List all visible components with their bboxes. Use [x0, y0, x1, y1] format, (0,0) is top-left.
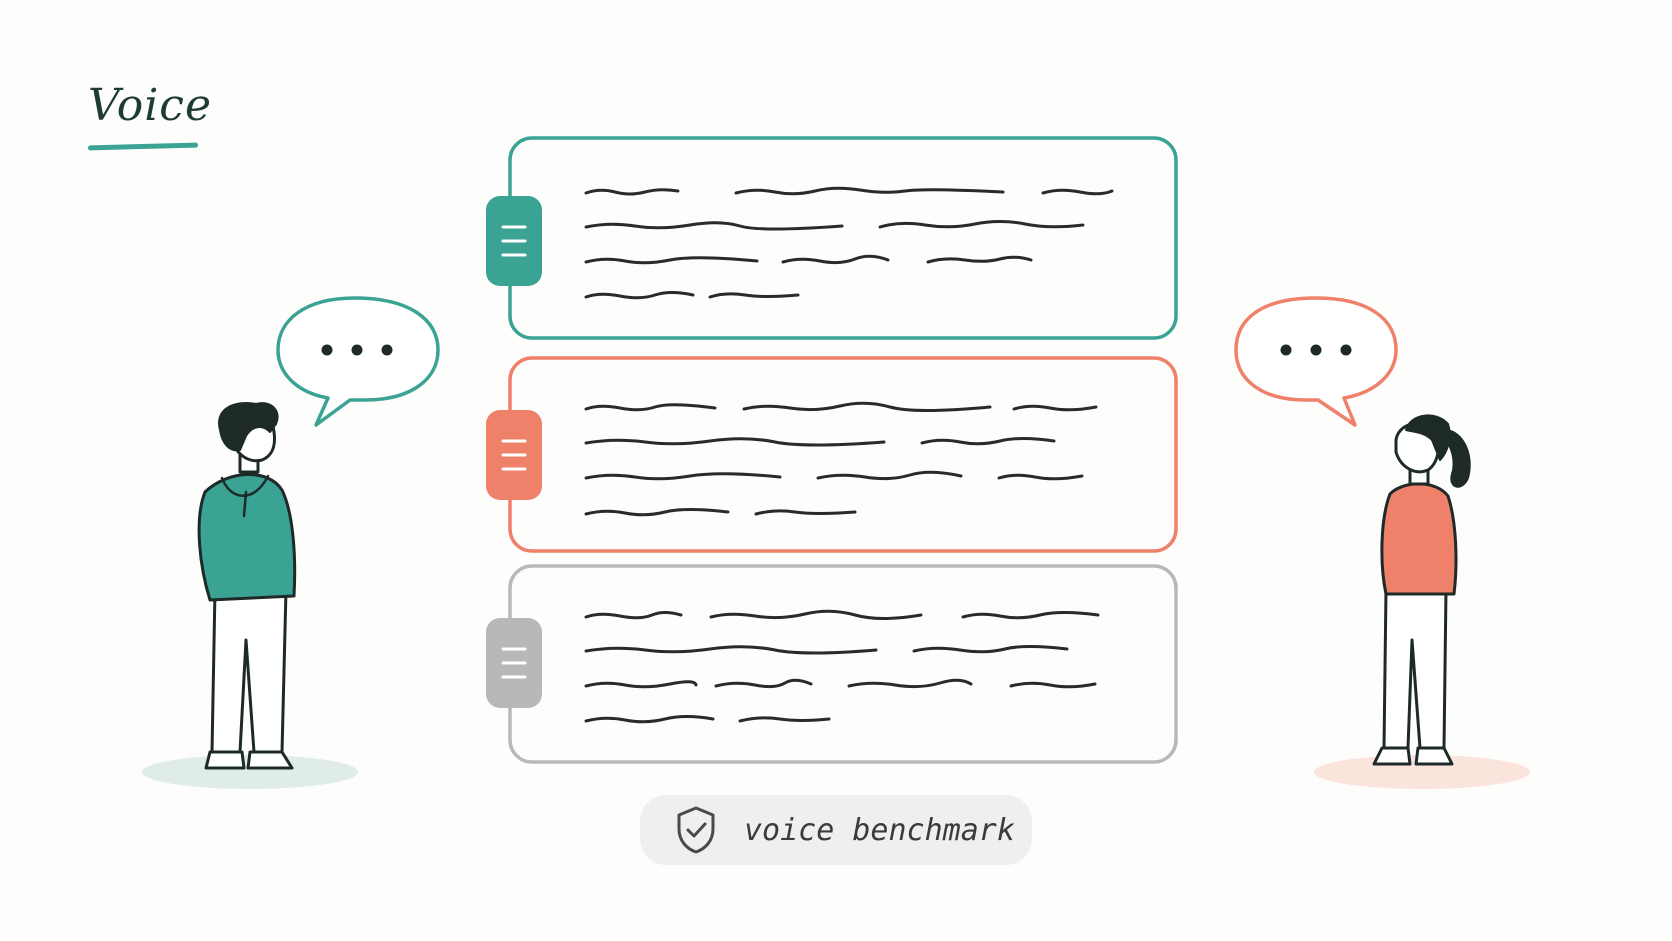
bubble-outline	[1234, 296, 1398, 427]
panel-frame	[508, 136, 1178, 340]
badge-label: voice benchmark	[744, 812, 1015, 848]
ellipsis-icon	[321, 344, 393, 356]
panel-gray	[486, 564, 1178, 764]
man-shoe-left	[204, 750, 246, 770]
right-ground-shadow	[1314, 755, 1530, 789]
man-in-teal-hoodie	[197, 402, 297, 770]
right-speech-bubble	[1234, 296, 1398, 427]
woman-shoe-left	[1372, 746, 1412, 766]
man-shoe-right	[246, 750, 294, 770]
panel-teal	[486, 136, 1178, 340]
scribble-text-lines	[584, 401, 1098, 517]
man-hood-detail	[220, 474, 270, 497]
woman-hair	[1405, 414, 1451, 461]
list-icon	[501, 439, 527, 471]
page-title: Voice	[88, 80, 212, 131]
woman-in-coral-sweater	[1372, 414, 1471, 766]
bubble-outline	[276, 296, 440, 427]
benchmark-badge: voice benchmark	[640, 795, 1032, 865]
man-hood-string	[242, 490, 248, 518]
left-speech-bubble	[276, 296, 440, 427]
scribble-text-lines	[584, 609, 1100, 724]
ellipsis-icon	[1280, 344, 1352, 356]
woman-sweater	[1380, 482, 1458, 596]
left-ground-shadow	[142, 755, 358, 789]
woman-shoe-right	[1414, 746, 1454, 766]
panel-frame	[508, 564, 1178, 764]
woman-pants	[1382, 588, 1448, 750]
shield-check-icon	[677, 806, 715, 854]
panel-frame	[508, 356, 1178, 553]
man-hoodie	[197, 473, 297, 602]
man-pants	[210, 588, 288, 754]
list-icon	[501, 647, 527, 679]
panel-coral	[486, 356, 1178, 553]
woman-ponytail	[1443, 429, 1471, 488]
man-hair	[218, 402, 279, 452]
list-icon	[501, 225, 527, 257]
scribble-text-lines	[584, 186, 1114, 300]
